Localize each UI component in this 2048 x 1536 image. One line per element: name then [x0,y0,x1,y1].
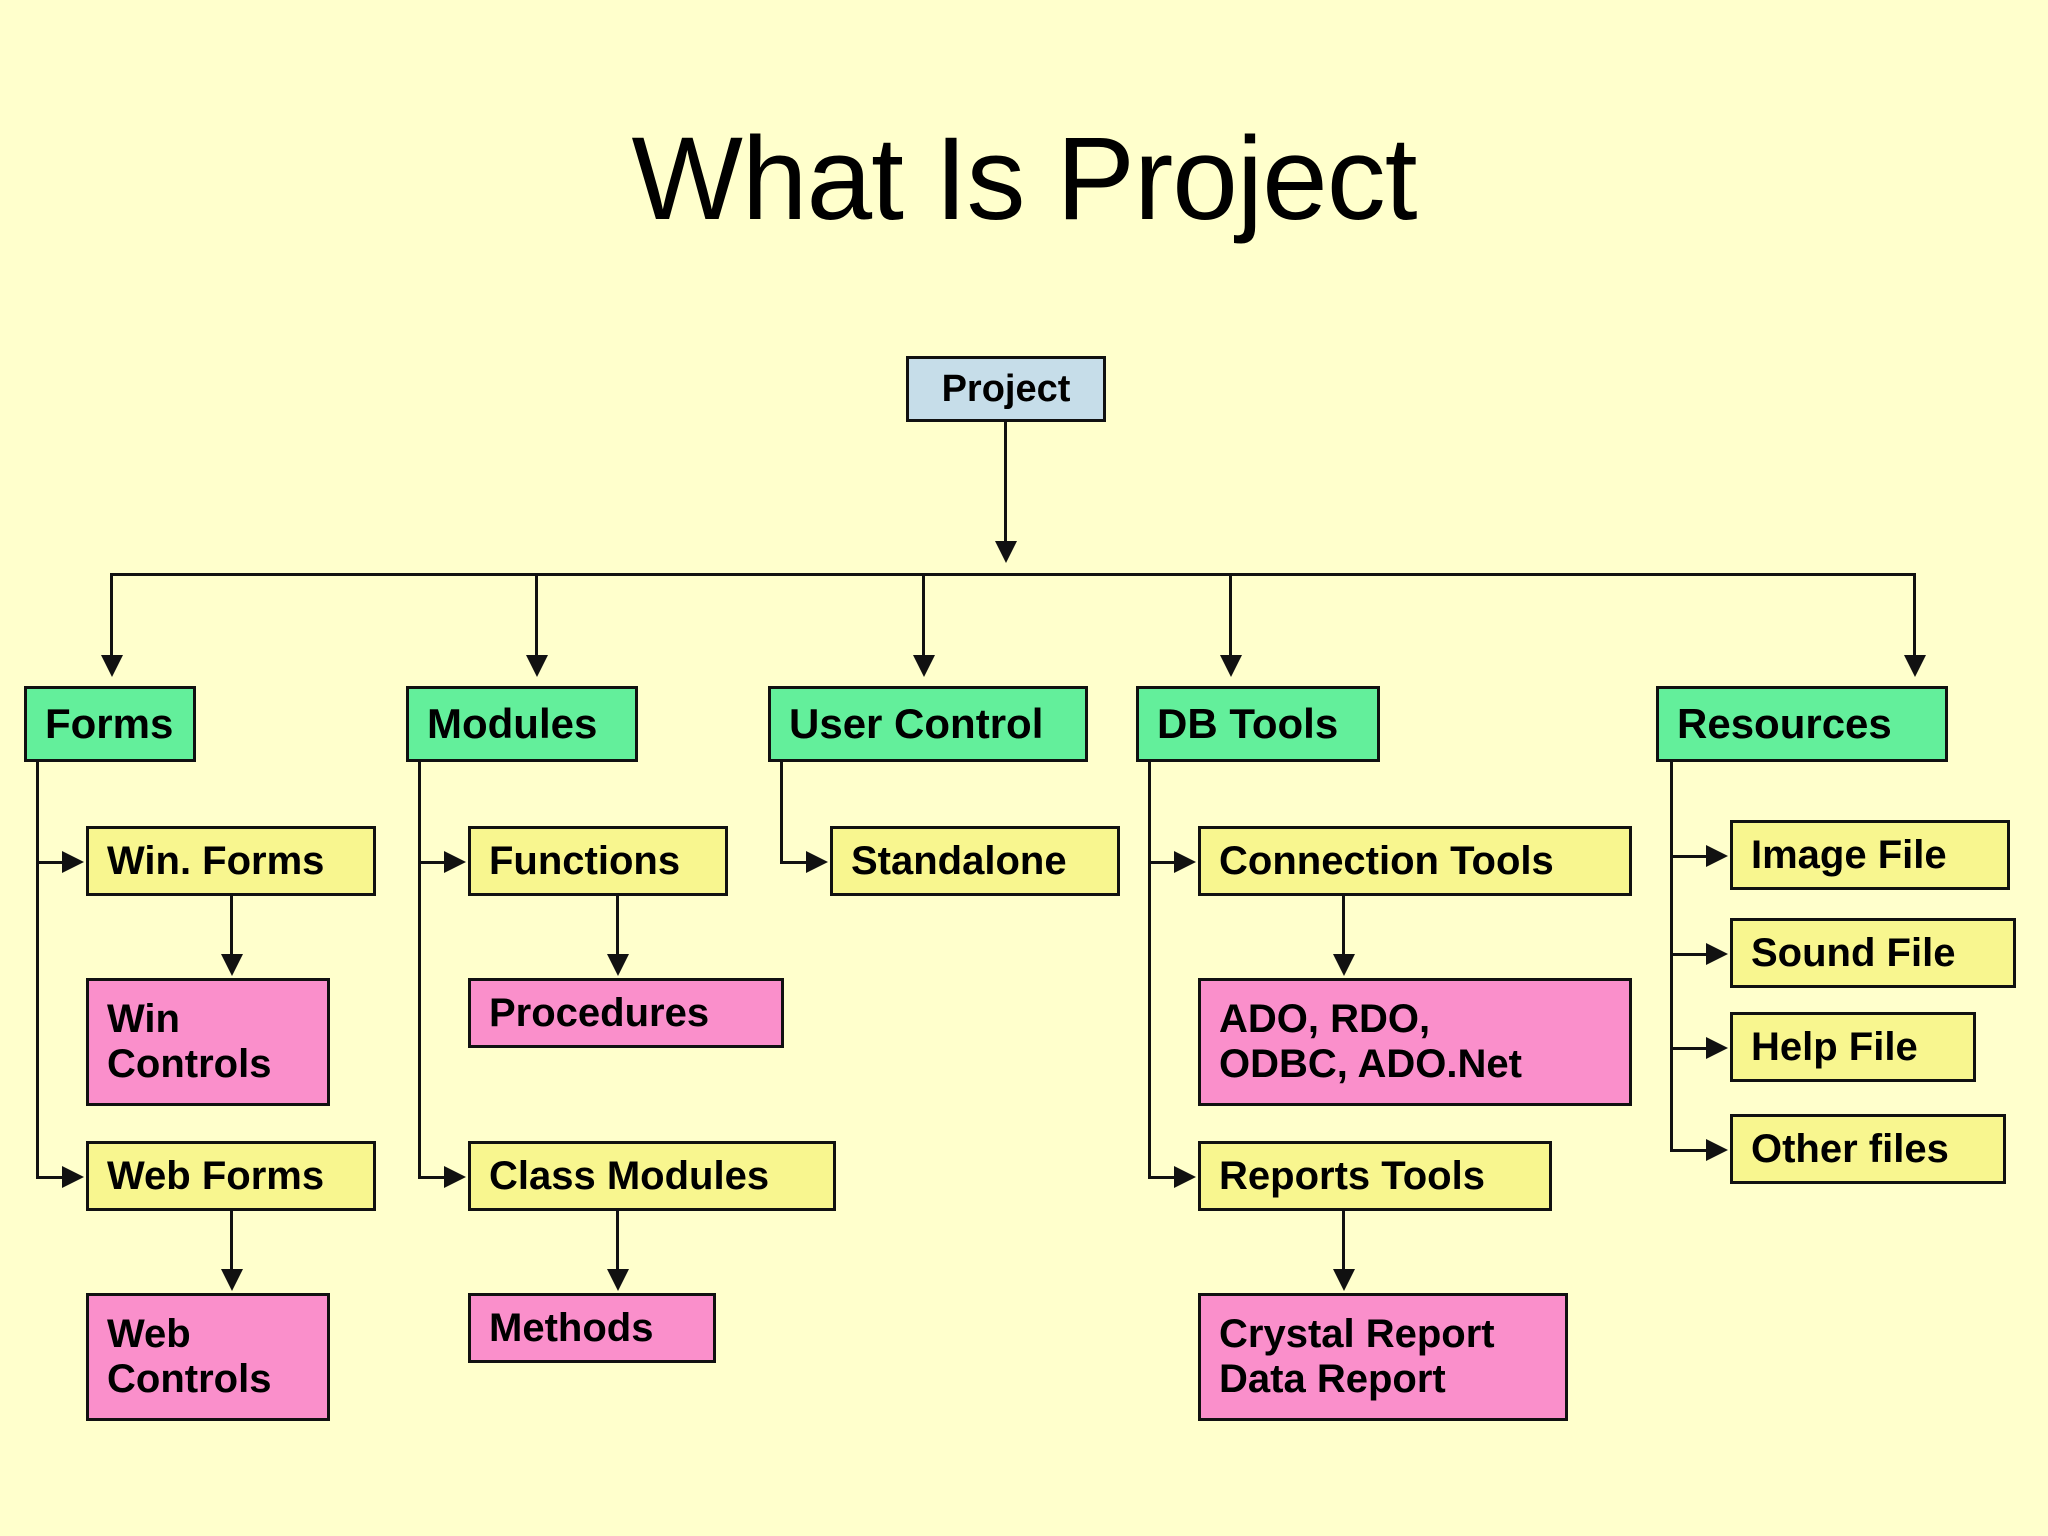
node-ado-rdo-odbc[interactable]: ADO, RDO, ODBC, ADO.Net [1198,978,1632,1106]
connector-resources-to-image-file [1670,855,1710,858]
connector-bus [110,573,1916,576]
node-project[interactable]: Project [906,356,1106,422]
connector-bus-drop-modules [535,573,538,659]
node-procedures[interactable]: Procedures [468,978,784,1048]
node-class-modules[interactable]: Class Modules [468,1141,836,1211]
connector-user-control-spine [780,762,783,861]
node-win-controls[interactable]: Win Controls [86,978,330,1106]
connector-db-tools-spine [1148,762,1151,1179]
page-title: What Is Project [631,113,1417,245]
arrowhead-connection-tools-ado [1333,954,1355,976]
arrowhead-user-control-standalone [806,851,828,873]
node-user-control[interactable]: User Control [768,686,1088,762]
connector-resources-to-help-file [1670,1047,1710,1050]
connector-root-stem [1004,422,1007,545]
node-modules[interactable]: Modules [406,686,638,762]
arrowhead-db-tools-connection-tools [1174,851,1196,873]
connector-bus-drop-user-control [922,573,925,659]
connector-forms-to-web-forms [36,1176,66,1179]
arrowhead-forms-web-forms [62,1166,84,1188]
connector-db-tools-to-connection-tools [1148,861,1178,864]
connector-modules-to-functions [418,861,448,864]
node-web-forms[interactable]: Web Forms [86,1141,376,1211]
connector-user-control-to-standalone [780,861,810,864]
arrowhead-bus-modules [526,655,548,677]
node-win-forms[interactable]: Win. Forms [86,826,376,896]
arrowhead-resources-help-file [1706,1037,1728,1059]
connector-bus-drop-db-tools [1229,573,1232,659]
arrowhead-modules-functions [444,851,466,873]
node-forms[interactable]: Forms [24,686,196,762]
arrowhead-class-modules-methods [607,1269,629,1291]
arrowhead-root-to-bus [995,541,1017,563]
node-standalone[interactable]: Standalone [830,826,1120,896]
arrowhead-web-forms-web-controls [221,1269,243,1291]
arrowhead-win-forms-win-controls [221,954,243,976]
node-db-tools[interactable]: DB Tools [1136,686,1380,762]
connector-class-modules-to-methods [616,1211,619,1273]
arrowhead-bus-user-control [913,655,935,677]
connector-db-tools-to-reports-tools [1148,1176,1178,1179]
connector-win-forms-to-win-controls [230,896,233,958]
arrowhead-bus-db-tools [1220,655,1242,677]
node-other-files[interactable]: Other files [1730,1114,2006,1184]
node-connection-tools[interactable]: Connection Tools [1198,826,1632,896]
arrowhead-forms-win-forms [62,851,84,873]
node-functions[interactable]: Functions [468,826,728,896]
arrowhead-resources-sound-file [1706,943,1728,965]
connector-functions-to-procedures [616,896,619,958]
node-help-file[interactable]: Help File [1730,1012,1976,1082]
connector-modules-spine [418,762,421,1179]
node-resources[interactable]: Resources [1656,686,1948,762]
connector-bus-drop-forms [110,573,113,659]
arrowhead-reports-tools-crystal-report [1333,1269,1355,1291]
node-sound-file[interactable]: Sound File [1730,918,2016,988]
arrowhead-bus-resources [1904,655,1926,677]
arrowhead-resources-other-files [1706,1139,1728,1161]
connector-resources-to-other-files [1670,1149,1710,1152]
node-web-controls[interactable]: Web Controls [86,1293,330,1421]
connector-resources-to-sound-file [1670,953,1710,956]
arrowhead-resources-image-file [1706,845,1728,867]
arrowhead-functions-procedures [607,954,629,976]
arrowhead-modules-class-modules [444,1166,466,1188]
connector-reports-tools-to-crystal-report [1342,1211,1345,1273]
node-reports-tools[interactable]: Reports Tools [1198,1141,1552,1211]
arrowhead-bus-forms [101,655,123,677]
node-crystal-report[interactable]: Crystal Report Data Report [1198,1293,1568,1421]
connector-modules-to-class-modules [418,1176,448,1179]
connector-connection-tools-to-ado [1342,896,1345,958]
arrowhead-db-tools-reports-tools [1174,1166,1196,1188]
connector-resources-spine [1670,762,1673,1152]
connector-forms-to-win-forms [36,861,66,864]
node-image-file[interactable]: Image File [1730,820,2010,890]
connector-bus-drop-resources [1913,573,1916,659]
node-methods[interactable]: Methods [468,1293,716,1363]
connector-web-forms-to-web-controls [230,1211,233,1273]
connector-forms-spine [36,762,39,1179]
